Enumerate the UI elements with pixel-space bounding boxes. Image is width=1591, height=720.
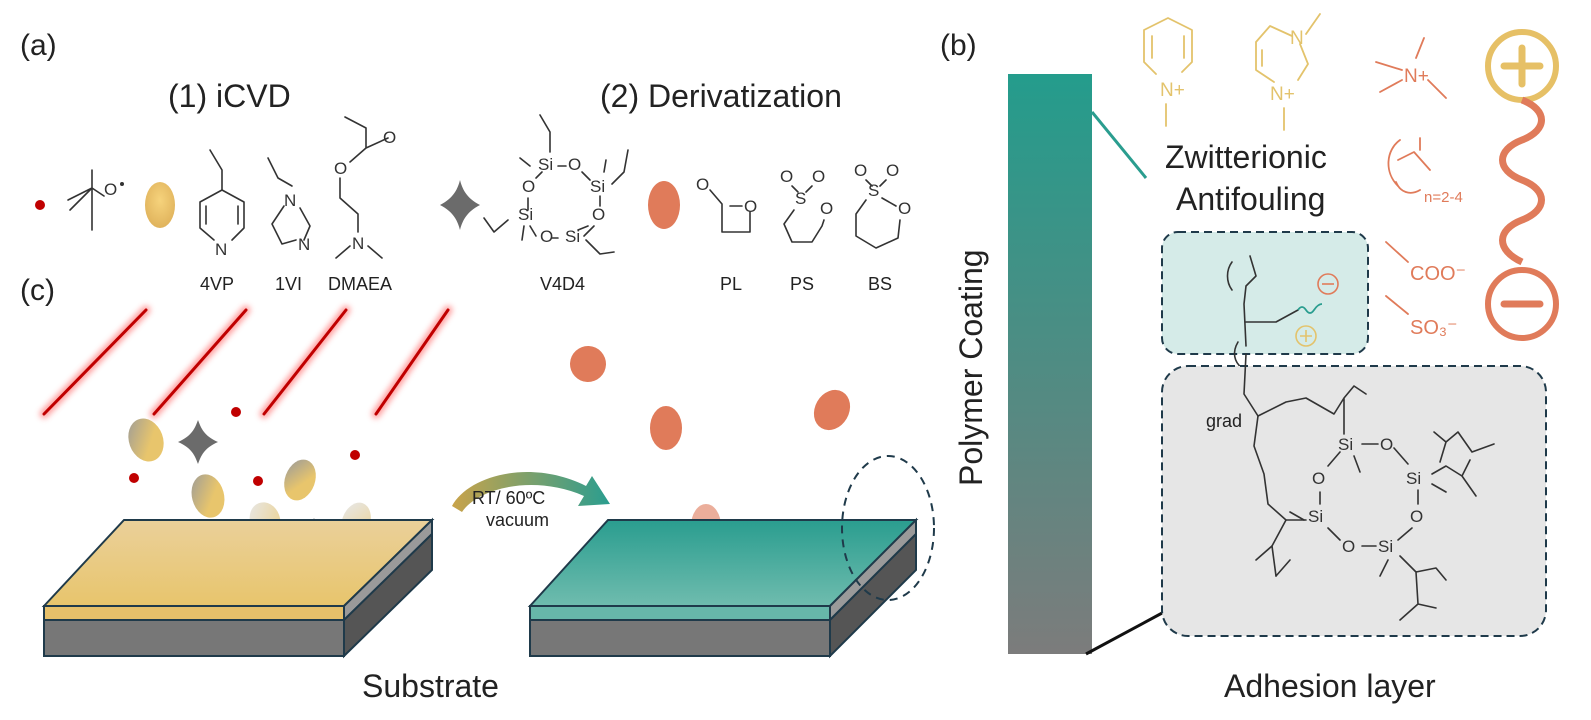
svg-text:Si: Si xyxy=(590,177,605,196)
polymer-coating-bar xyxy=(1008,74,1092,654)
svg-text:N: N xyxy=(298,235,310,254)
svg-text:N: N xyxy=(215,240,227,259)
svg-text:Si: Si xyxy=(1406,469,1421,488)
svg-text:O: O xyxy=(854,161,867,180)
svg-text:O: O xyxy=(780,167,793,186)
zwitterion-unit xyxy=(1226,255,1339,369)
svg-text:Si: Si xyxy=(565,227,580,246)
coo-bond xyxy=(1385,241,1409,263)
svg-text:O: O xyxy=(696,175,709,194)
svg-text:O: O xyxy=(898,199,911,218)
tert-butoxy-radical: O xyxy=(67,169,124,231)
adhesion-unit: Si O Si O O Si O Si xyxy=(1243,353,1495,621)
molecule-dmaea: O O N xyxy=(334,116,396,259)
svg-text:O: O xyxy=(820,199,833,218)
ammonium: N+ xyxy=(1375,37,1447,99)
svg-text:O: O xyxy=(1380,435,1393,454)
svg-text:O: O xyxy=(1342,537,1355,556)
step1-heading: (1) iCVD xyxy=(168,78,291,114)
n-range-label: n=2-4 xyxy=(1424,189,1463,206)
panel-label-a: (a) xyxy=(20,29,57,62)
svg-text:O: O xyxy=(334,159,347,178)
radical-dot xyxy=(35,200,45,210)
svg-text:Si: Si xyxy=(1378,537,1393,556)
label-1vi: 1VI xyxy=(275,274,302,294)
so3-label: SO₃⁻ xyxy=(1410,317,1458,339)
process-arrow xyxy=(452,472,610,512)
svg-text:O: O xyxy=(744,197,757,216)
molecule-1vi: N N xyxy=(267,157,311,254)
spacer-bracket xyxy=(1387,137,1431,194)
adhesion-unit-box xyxy=(1161,365,1547,637)
condition-vacuum: vacuum xyxy=(486,510,549,530)
zwitterion-cartoon xyxy=(1485,29,1559,341)
svg-text:Si: Si xyxy=(1308,507,1323,526)
svg-text:N+: N+ xyxy=(1160,80,1185,101)
orange-agent-symbol xyxy=(648,181,680,229)
molecule-4vp: N xyxy=(199,149,245,259)
zoom-circle xyxy=(841,455,935,601)
svg-text:O: O xyxy=(812,167,825,186)
svg-text:N: N xyxy=(1290,28,1304,49)
svg-text:O: O xyxy=(1312,469,1325,488)
zwitterion-unit-box xyxy=(1161,231,1369,355)
label-pl: PL xyxy=(720,274,742,294)
step2-heading: (2) Derivatization xyxy=(600,78,842,114)
filament xyxy=(262,308,348,416)
svg-text:O: O xyxy=(568,155,581,174)
svg-text:O: O xyxy=(592,205,605,224)
svg-text:Si: Si xyxy=(518,205,533,224)
label-ps: PS xyxy=(790,274,814,294)
molecule-v4d4: Si O Si O O Si O Si xyxy=(483,114,629,255)
condition-temperature: RT/ 60ºC xyxy=(472,488,545,508)
substrate-label: Substrate xyxy=(362,668,499,704)
panel-label-c: (c) xyxy=(20,274,55,307)
svg-text:Si: Si xyxy=(538,155,553,174)
svg-text:S: S xyxy=(795,189,806,208)
label-4vp: 4VP xyxy=(200,274,234,294)
yellow-monomer-symbol xyxy=(145,182,175,228)
connector-bottom xyxy=(1085,610,1165,656)
coo-label: COO⁻ xyxy=(1410,263,1466,285)
svg-text:S: S xyxy=(868,181,879,200)
label-v4d4: V4D4 xyxy=(540,274,585,294)
adhesion-layer-label: Adhesion layer xyxy=(1224,668,1436,704)
molecule-bs: O O S O xyxy=(854,161,911,249)
svg-text:N+: N+ xyxy=(1270,84,1295,105)
svg-text:N: N xyxy=(352,234,364,253)
svg-text:N+: N+ xyxy=(1404,66,1429,87)
svg-text:O: O xyxy=(383,128,396,147)
label-bs: BS xyxy=(868,274,892,294)
zwitterionic-label: Zwitterionic xyxy=(1165,139,1327,175)
molecule-ps: O O S O xyxy=(780,167,833,243)
svg-text:O: O xyxy=(540,227,553,246)
filament xyxy=(152,308,248,416)
svg-text:O: O xyxy=(522,177,535,196)
gas-agents xyxy=(570,346,851,548)
connector-top xyxy=(1090,111,1148,179)
svg-text:O: O xyxy=(104,180,117,199)
panel-label-b: (b) xyxy=(940,29,977,62)
label-dmaea: DMAEA xyxy=(328,274,392,294)
substrate-left xyxy=(41,517,435,659)
svg-text:O: O xyxy=(886,161,899,180)
substrate-right xyxy=(527,517,919,659)
antifouling-label: Antifouling xyxy=(1176,181,1325,217)
svg-text:Si: Si xyxy=(1338,435,1353,454)
pyridinium: N+ xyxy=(1143,17,1193,127)
filament xyxy=(374,308,450,416)
gas-radicals xyxy=(129,407,360,486)
svg-text:N: N xyxy=(284,191,296,210)
polymer-coating-label: Polymer Coating xyxy=(953,249,989,486)
so3-bond xyxy=(1385,295,1409,315)
filament xyxy=(42,308,148,416)
crosslinker-symbol xyxy=(440,180,480,230)
molecule-pl: O O xyxy=(696,175,757,233)
grad-label: grad xyxy=(1206,411,1242,431)
heated-filaments xyxy=(39,305,453,419)
imidazolium: N N+ xyxy=(1255,13,1321,131)
svg-text:O: O xyxy=(1410,507,1423,526)
